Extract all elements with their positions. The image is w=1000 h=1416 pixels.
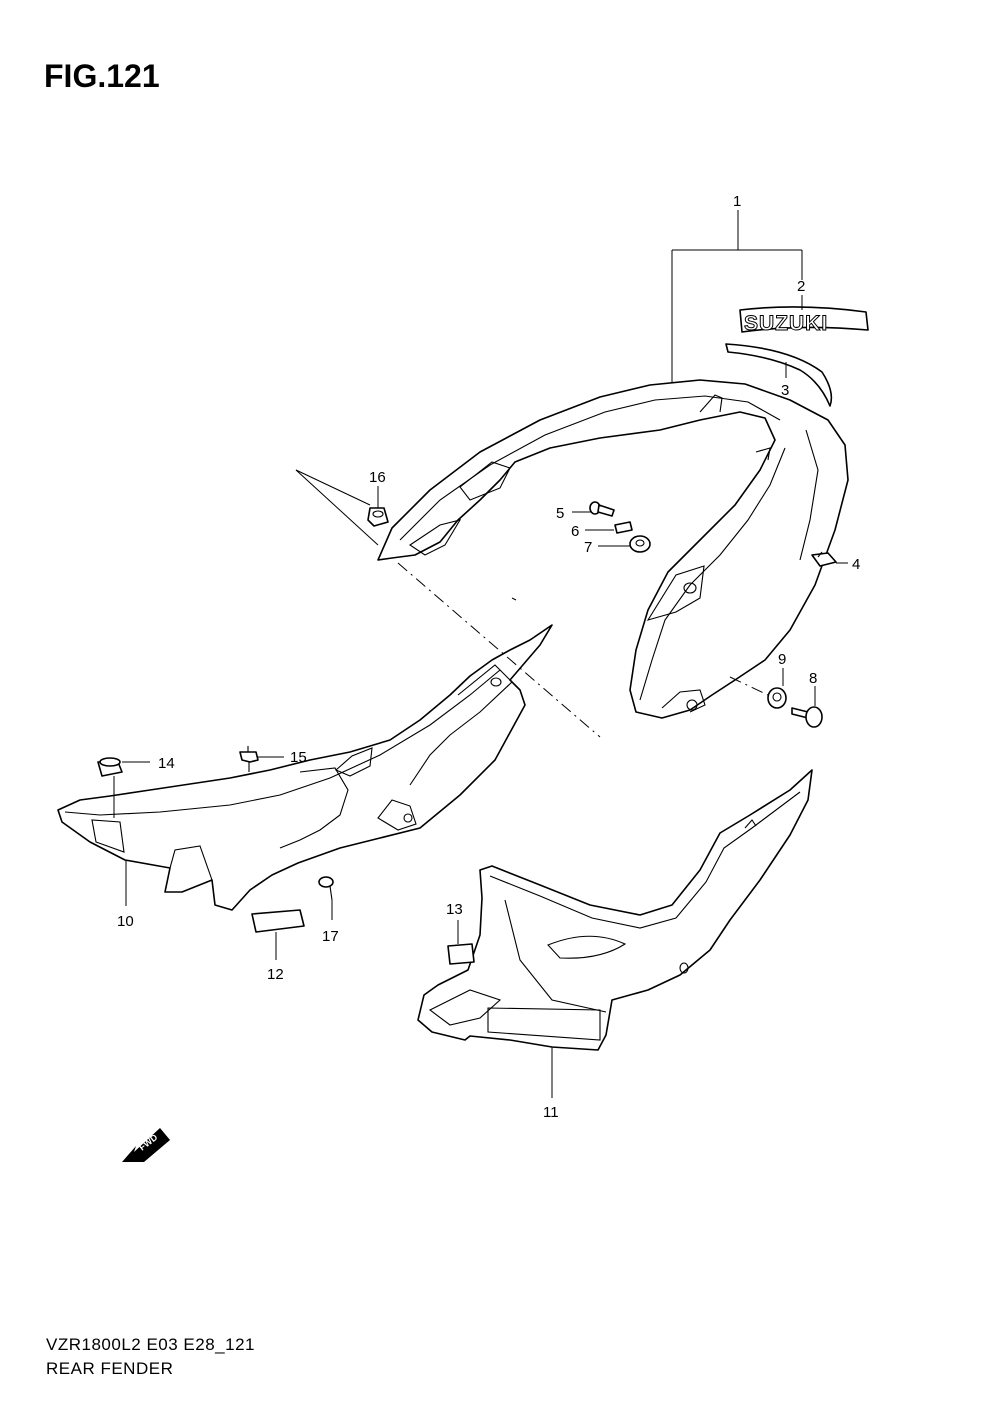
part-reflector-12[interactable]	[251, 909, 305, 933]
callout-4: 4	[852, 556, 860, 573]
emblem-text: SUZUKI	[744, 312, 828, 335]
part-cushion-13[interactable]	[447, 943, 475, 965]
callout-10: 10	[117, 913, 134, 930]
callout-3: 3	[781, 382, 789, 399]
callout-6: 6	[571, 523, 579, 540]
callout-15: 15	[290, 749, 307, 766]
part-side-cover[interactable]	[417, 769, 813, 1051]
part-rivet-15[interactable]	[239, 746, 259, 772]
callout-labels: 1 2 3 4 5 6 7 8 9 10 11 12 13 14 15 16 1…	[117, 193, 860, 1121]
callout-2: 2	[797, 278, 805, 295]
callout-7: 7	[584, 539, 592, 556]
callout-11: 11	[543, 1104, 559, 1121]
part-screw-17[interactable]	[318, 876, 334, 901]
callout-16: 16	[369, 469, 386, 486]
part-cushion-7[interactable]	[629, 535, 651, 553]
part-rear-fender-inner[interactable]	[57, 624, 553, 911]
callout-5: 5	[556, 505, 564, 522]
callout-14: 14	[158, 755, 175, 772]
part-cushion-9[interactable]	[767, 687, 787, 709]
callout-17: 17	[322, 928, 339, 945]
callout-1: 1	[733, 193, 741, 210]
callout-13: 13	[446, 901, 463, 918]
part-grommet-14[interactable]	[97, 757, 123, 777]
part-stripe-tape[interactable]	[725, 343, 833, 407]
part-grommet-16[interactable]	[367, 507, 389, 527]
figure-name: REAR FENDER	[46, 1359, 174, 1378]
part-bolt-8[interactable]	[791, 706, 823, 728]
part-clip-nut[interactable]	[811, 551, 837, 567]
part-bolt-5[interactable]	[589, 501, 615, 517]
part-suzuki-emblem[interactable]: SUZUKI	[739, 306, 869, 336]
callout-9: 9	[778, 651, 786, 668]
figure-title: FIG.121	[44, 58, 160, 94]
model-code: VZR1800L2 E03 E28_121	[46, 1335, 255, 1354]
callout-8: 8	[809, 670, 817, 687]
leader-lines	[113, 210, 848, 1098]
part-spacer-6[interactable]	[614, 521, 633, 534]
part-rear-fender-cowl[interactable]	[377, 379, 849, 719]
fwd-direction-arrow: FWD	[122, 1128, 170, 1162]
callout-12: 12	[267, 966, 284, 983]
